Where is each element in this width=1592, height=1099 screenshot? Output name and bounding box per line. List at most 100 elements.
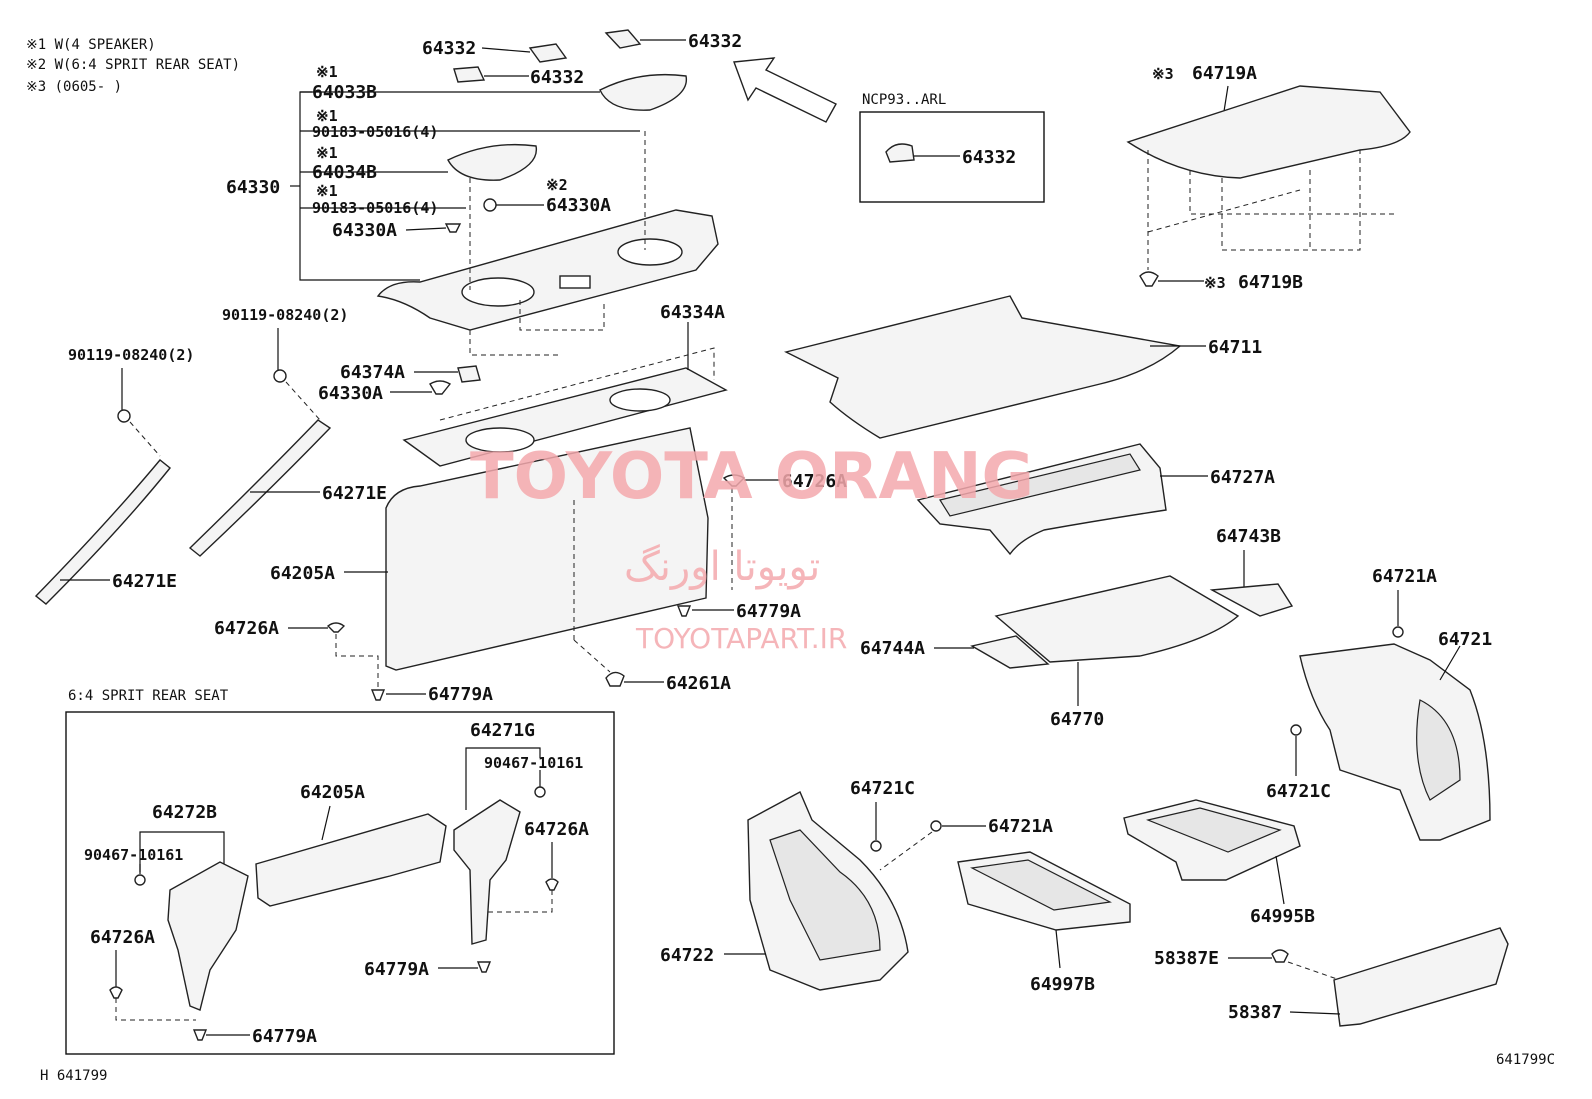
tray-speaker-hole-left [461,277,535,307]
label-64272B: 64272B [152,802,217,823]
label-64719B: 64719B [1238,272,1303,293]
speaker-grille-64034B [447,143,538,181]
clip-64721C-a [1290,724,1302,736]
label-64726A-d: 64726A [90,927,155,948]
clip-64261A [605,671,625,687]
mark-1-c: ※1 [316,144,338,162]
bracket-64272B [139,831,225,872]
label-64779A-b: 64779A [428,684,493,705]
cover-64332-a [528,43,568,63]
label-64997B: 64997B [1030,974,1095,995]
tray-64995B-inner [1145,807,1282,853]
board-hole-left [465,427,535,453]
label-90467-b: 90467-10161 [84,846,183,864]
floor-block-top [939,453,1141,517]
label-64332-b: 64332 [530,67,584,88]
strap-64271E-a [188,419,332,557]
label-64261A: 64261A [666,673,731,694]
tray-speaker-hole-right [617,238,683,266]
label-64770: 64770 [1050,709,1104,730]
note-1: ※1 W(4 SPEAKER) [26,37,156,53]
clip-64779A-d [192,1029,208,1041]
label-64374A: 64374A [340,362,405,383]
leader [481,47,531,53]
label-64330A-b: 64330A [332,220,397,241]
label-64711: 64711 [1208,337,1262,358]
clip-64330A-b [444,223,462,233]
mark-1-a: ※1 [316,63,338,81]
label-64726A-b: 64726A [214,618,279,639]
side-trim-64272B [167,861,249,1011]
quarter-trim-inner [1416,699,1461,801]
dash [1287,961,1341,981]
label-58387: 58387 [1228,1002,1282,1023]
leader [321,805,331,841]
label-64721: 64721 [1438,629,1492,650]
quarter-trim-64722-inner [769,829,881,961]
dash [439,347,715,421]
bracket-64374A [457,365,481,383]
label-58387E: 58387E [1154,948,1219,969]
clip-64779A-a [676,605,692,617]
inset-ncp-box [859,111,1045,203]
label-64743B: 64743B [1216,526,1281,547]
clip-64726A-b [326,622,346,633]
label-64330: 64330 [226,177,280,198]
leader [1439,645,1461,681]
label-90119-a: 90119-08240(2) [222,306,348,324]
clip-64726A-d [109,986,123,999]
label-64726A-a: 64726A [782,471,847,492]
label-64205A-a: 64205A [270,563,335,584]
pad-64743B [1209,583,1294,617]
dash [519,300,605,331]
tray-64997B-inner [970,859,1112,911]
hinge-cover-64271G [453,799,521,945]
label-64719A: 64719A [1192,63,1257,84]
cover-64332-ncp [885,143,915,163]
tray-slot [559,275,591,289]
watermark-brand: TOYOTA ORANG [470,440,1034,514]
dash [285,381,321,421]
leader [1275,855,1285,905]
dash [879,831,933,871]
bracket-64271G [465,747,541,810]
mark-1-b: ※1 [316,107,338,125]
seatback-panel-64205A [385,427,709,671]
label-64779A-c: 64779A [364,959,429,980]
label-64721C-b: 64721C [850,778,915,799]
trunk-trim-64719A [1126,85,1411,179]
label-64779A-d: 64779A [252,1026,317,1047]
label-90183-b: 90183-05016(4) [312,199,438,217]
dash [486,890,553,913]
clip-64330A-a [483,198,497,212]
label-90119-b: 90119-08240(2) [68,346,194,364]
note-2: ※2 W(6:4 SPRIT REAR SEAT) [26,57,240,73]
inset-split-title: 6:4 SPRIT REAR SEAT [68,688,229,704]
mark-1-d: ※1 [316,182,338,200]
inset-split-box [65,711,615,1055]
label-64332-a: 64332 [422,38,476,59]
seatback-64205A-split [255,813,447,907]
package-tray-64330 [376,209,719,331]
footer-left: H 641799 [40,1068,107,1084]
footer-right: 641799C [1496,1052,1555,1068]
label-64721C-a: 64721C [1266,781,1331,802]
label-64330A-a: 64330A [546,195,611,216]
label-64332-c: 64332 [688,31,742,52]
direction-arrow [733,57,837,123]
label-64722: 64722 [660,945,714,966]
clip-64330A-c [429,380,452,395]
cover-64332-b [453,66,486,83]
mark-3-b: ※3 [1204,274,1226,292]
label-64334A: 64334A [660,302,725,323]
bolt-90119-b [117,409,131,423]
inset-ncp-title: NCP93..ARL [862,92,946,108]
label-90183-a: 90183-05016(4) [312,123,438,141]
label-64271G: 64271G [470,720,535,741]
speaker-grille-64033B [599,73,688,111]
bolt-90467-a [534,786,546,798]
mark-3-a: ※3 [1152,65,1174,83]
leader [1055,929,1061,969]
label-64271E-a: 64271E [322,483,387,504]
